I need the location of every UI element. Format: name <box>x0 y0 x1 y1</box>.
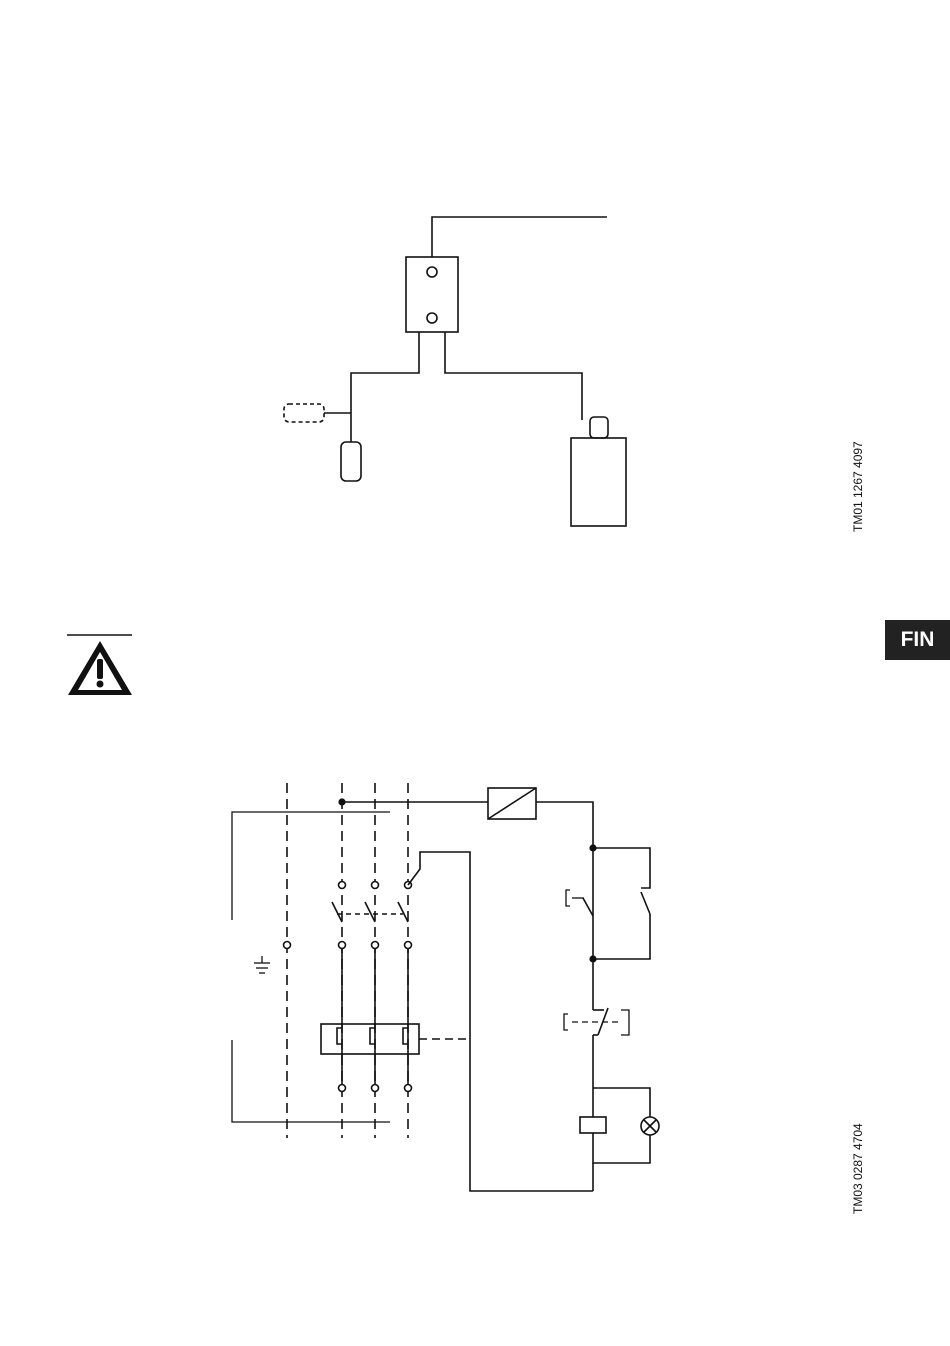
contactor-main-contacts <box>332 902 408 922</box>
stop-button <box>564 1008 629 1117</box>
coil-branch <box>593 1088 650 1117</box>
ground-symbol-icon <box>254 956 270 973</box>
terminal-points <box>284 882 412 1092</box>
phase-conductors <box>342 945 408 1088</box>
control-line <box>536 802 593 888</box>
figure-code-bottom: TM03 0287 4704 <box>851 1123 865 1214</box>
start-button <box>566 888 593 1010</box>
enclosure-bracket <box>232 812 390 1122</box>
overload-relay <box>321 1024 470 1054</box>
contactor-coil <box>580 1117 606 1133</box>
coil-return <box>593 1133 650 1163</box>
holding-contact <box>593 848 650 959</box>
language-tab: FIN <box>885 620 950 660</box>
dashed-phase-lines <box>287 783 408 1138</box>
control-transformer <box>488 788 536 819</box>
auxiliary-contact <box>408 852 593 1191</box>
figure-code-top: TM01 1267 4097 <box>851 441 865 532</box>
indicator-lamp-icon <box>641 1117 659 1135</box>
